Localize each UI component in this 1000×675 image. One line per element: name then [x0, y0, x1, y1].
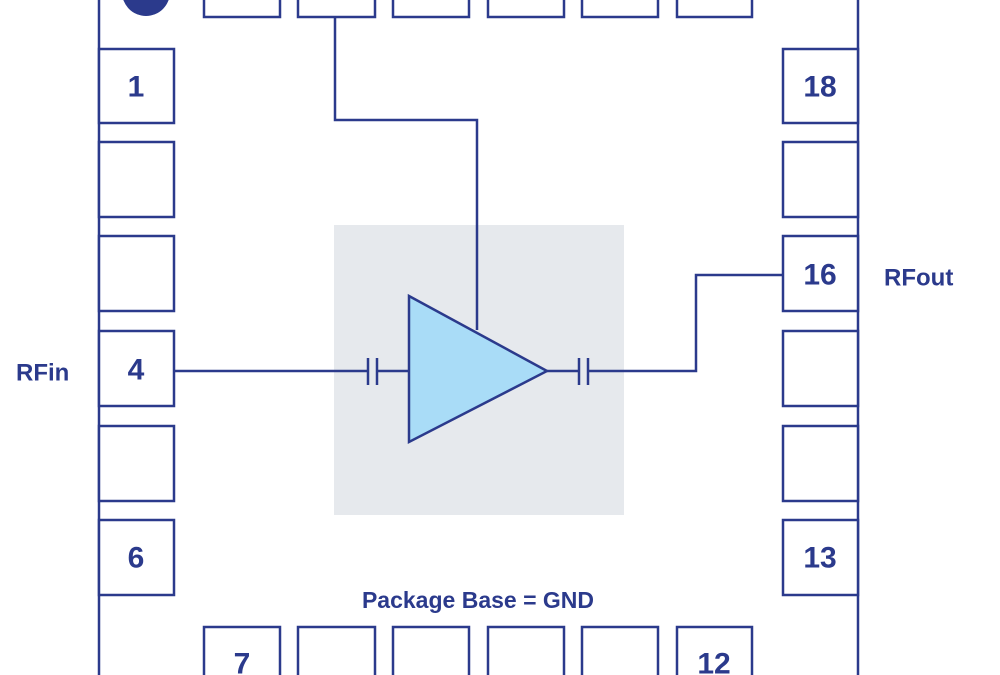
pin-13 — [781, 518, 860, 597]
pin-9 — [391, 625, 471, 675]
top-pin — [202, 0, 282, 19]
rf-out-label: RFout — [884, 265, 953, 292]
amplifier-symbol — [407, 293, 550, 445]
pin-number-13: 13 — [803, 542, 836, 575]
pin-2 — [97, 140, 176, 219]
pin1-indicator-dot — [123, 0, 169, 16]
pin-16 — [781, 234, 860, 313]
pin-number-6: 6 — [128, 542, 145, 575]
pin-12 — [675, 625, 754, 675]
pin-1 — [97, 47, 176, 125]
rf-in-label: RFin — [16, 360, 69, 387]
pin-8 — [296, 625, 377, 675]
pin-number-7: 7 — [234, 648, 251, 675]
pin-11 — [580, 625, 660, 675]
pin-5 — [97, 424, 176, 503]
package-base-label: Package Base = GND — [362, 587, 594, 613]
top-pin-bias — [296, 0, 377, 19]
pin-number-16: 16 — [803, 259, 836, 292]
top-pin-row — [202, 0, 754, 19]
pin-number-1: 1 — [128, 71, 145, 104]
pin-10 — [486, 625, 566, 675]
pin-number-18: 18 — [803, 71, 836, 104]
pin-number-4: 4 — [128, 354, 145, 387]
pin-14 — [781, 424, 860, 503]
pin-4 — [97, 329, 176, 408]
pin-18 — [781, 47, 860, 125]
bottom-pin-row — [202, 625, 754, 675]
pin-17 — [781, 140, 860, 219]
rf-output-trace — [588, 273, 783, 373]
left-pin-column — [97, 47, 176, 597]
top-pin — [486, 0, 566, 19]
top-pin — [391, 0, 471, 19]
pin-3 — [97, 234, 176, 313]
top-pin — [580, 0, 660, 19]
bias-line — [333, 17, 479, 330]
pin-7 — [202, 625, 282, 675]
pin-6 — [97, 518, 176, 597]
right-pin-column — [781, 47, 860, 597]
pin-15 — [781, 329, 860, 408]
top-pin — [675, 0, 754, 19]
pin-number-12: 12 — [697, 648, 730, 675]
